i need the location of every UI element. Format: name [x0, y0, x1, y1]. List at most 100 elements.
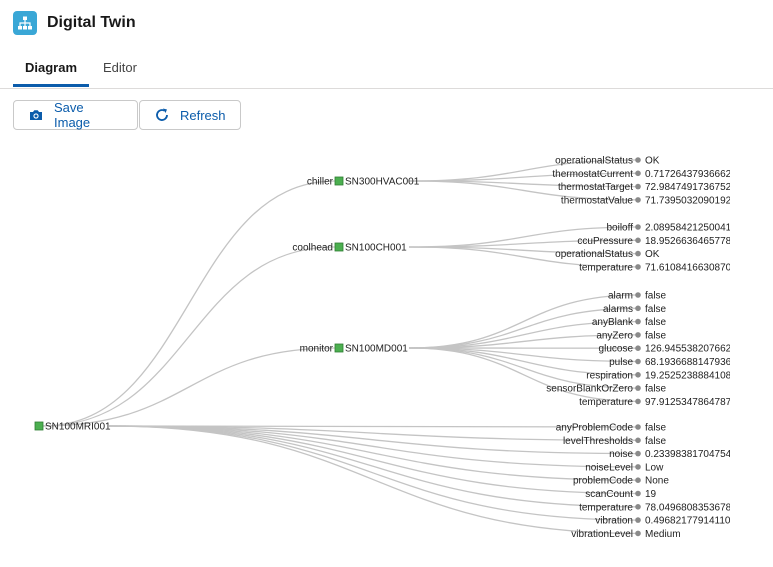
leaf-value: Low [645, 462, 664, 473]
leaf-key: vibration [595, 516, 633, 527]
leaf-key: respiration [586, 370, 633, 381]
leaf-value: 126.945538207662 [645, 344, 732, 355]
leaf-value: 72.9847491736752 [645, 182, 732, 193]
tree-link [108, 425, 639, 521]
leaf-dot [635, 197, 641, 203]
leaf-value: Medium [645, 529, 681, 540]
tree-link [108, 425, 639, 441]
tree-link [408, 347, 639, 403]
leaf-value: 0.496821779141101 [645, 516, 736, 527]
leaf-dot [635, 385, 641, 391]
tree-link [108, 425, 639, 508]
leaf-dot [635, 292, 641, 298]
relation-label: chiller [307, 177, 334, 188]
refresh-icon [154, 107, 170, 123]
tree-link [408, 246, 639, 268]
relation-label: monitor [300, 344, 334, 355]
tree-link [108, 425, 639, 428]
leaf-value: 71.6108416630870 [645, 262, 732, 273]
leaf-key: noise [609, 449, 633, 460]
tree-link [408, 239, 639, 248]
leaf-dot [635, 305, 641, 312]
tree-link [108, 425, 639, 455]
refresh-label: Refresh [180, 107, 226, 123]
leaf-key: operationalStatus [555, 249, 633, 260]
leaf-key: temperature [579, 397, 633, 408]
twin-node [334, 176, 344, 186]
twin-node [334, 343, 344, 353]
page-header: Digital Twin [13, 10, 136, 36]
tree-link [108, 425, 639, 535]
leaf-value: false [645, 423, 667, 434]
leaf-dot [635, 437, 641, 444]
leaf-dot [635, 424, 641, 430]
leaf-dot [635, 450, 641, 457]
leaf-key: temperature [579, 262, 633, 273]
leaf-dot [635, 517, 641, 523]
leaf-dot [635, 372, 641, 378]
twin-node [334, 242, 344, 252]
leaf-dot [635, 530, 641, 537]
tree-link [108, 425, 639, 481]
leaf-key: anyProblemCode [556, 423, 634, 434]
leaf-value: 0.233983817047545 [645, 449, 737, 460]
leaf-key: thermostatCurrent [552, 169, 633, 180]
leaf-dot [635, 183, 641, 190]
leaf-value: 71.7395032090192 [645, 195, 732, 206]
tab-diagram[interactable]: Diagram [13, 54, 90, 87]
leaf-value: OK [645, 156, 660, 167]
leaf-key: alarm [608, 291, 633, 302]
leaf-dot [635, 157, 641, 163]
leaf-key: ccuPressure [577, 236, 633, 247]
leaf-value: OK [645, 249, 660, 260]
leaf-key: pulse [609, 357, 633, 368]
leaf-value: false [645, 304, 667, 315]
leaf-key: operationalStatus [555, 156, 633, 167]
save-image-label: Save Image [54, 100, 91, 130]
leaf-key: problemCode [573, 476, 633, 487]
leaf-dot [635, 237, 641, 244]
save-image-button[interactable]: Save Image [13, 100, 138, 130]
page-title: Digital Twin [47, 14, 136, 31]
refresh-button[interactable]: Refresh [139, 100, 241, 130]
leaf-key: sensorBlankOrZero [546, 384, 633, 395]
leaf-value: 19.2525238884108 [645, 370, 732, 381]
relation-label: coolhead [292, 243, 333, 254]
tab-editor[interactable]: Editor [103, 60, 137, 75]
leaf-key: glucose [599, 344, 634, 355]
tree-link [42, 347, 336, 427]
leaf-dot [635, 504, 641, 510]
leaf-key: anyZero [596, 330, 633, 341]
leaf-value: 0.717264379366624 [645, 169, 737, 180]
tree-links [42, 159, 639, 535]
node-label: SN100CH001 [345, 243, 407, 254]
leaf-key: noiseLevel [585, 462, 633, 473]
leaf-dot [635, 358, 641, 365]
leaf-dot [635, 490, 641, 497]
root-label: SN100MRI001 [45, 422, 111, 433]
leaf-key: anyBlank [592, 317, 634, 328]
hierarchy-icon [13, 11, 37, 35]
leaf-value: 18.9526636465778 [645, 236, 732, 247]
leaf-key: thermostatTarget [558, 182, 633, 193]
leaf-value: false [645, 317, 667, 328]
tree-link [42, 180, 336, 427]
leaf-dot [635, 318, 641, 325]
leaf-dot [635, 332, 641, 338]
camera-icon [28, 107, 44, 123]
leaf-key: boiloff [606, 223, 633, 234]
leaf-value: 97.9125347864787 [645, 397, 732, 408]
leaf-value: 19 [645, 489, 657, 500]
leaf-dot [635, 345, 641, 351]
leaf-dot [635, 464, 641, 470]
tab-bar: Diagram Editor [0, 54, 773, 89]
leaf-key: temperature [579, 502, 633, 513]
leaf-key: alarms [603, 304, 633, 315]
leaf-key: vibrationLevel [571, 529, 633, 540]
tree-link [42, 246, 336, 427]
leaf-value: false [645, 384, 667, 395]
leaf-dot [635, 250, 641, 257]
leaf-key: levelThresholds [563, 436, 633, 447]
